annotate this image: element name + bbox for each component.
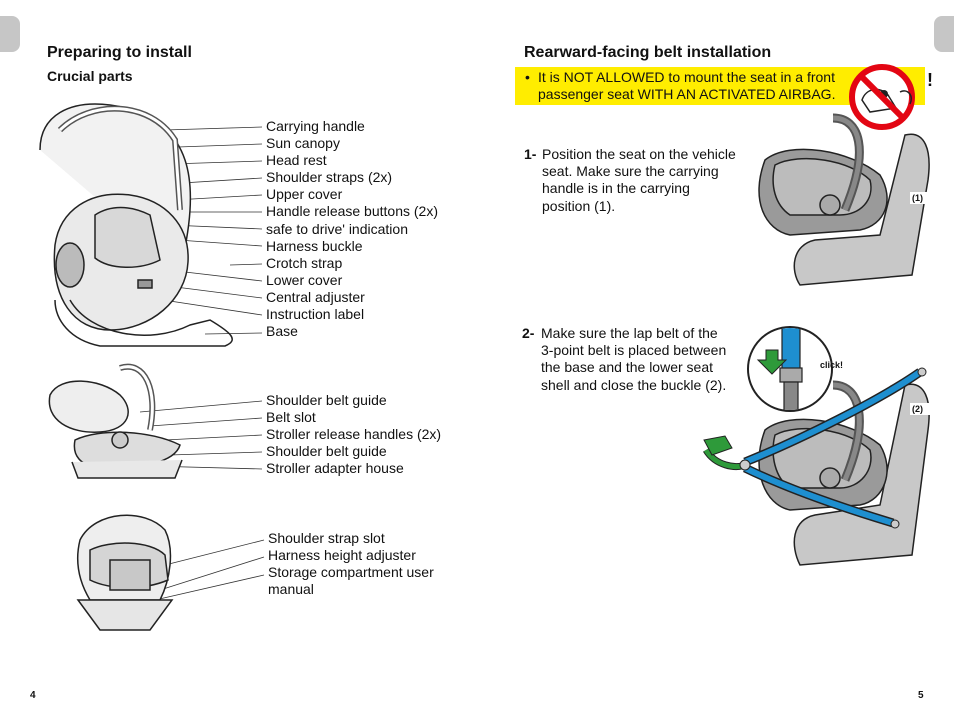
part-label: Carrying handle xyxy=(266,118,365,134)
step-line: Make sure the lap belt of the xyxy=(541,325,718,341)
buckle-point xyxy=(739,459,751,471)
part-label: Handle release buttons (2x) xyxy=(266,203,438,220)
part-label: Crotch strap xyxy=(266,254,343,271)
part-label: Shoulder belt guide xyxy=(266,443,387,460)
left-page-title: Preparing to install xyxy=(47,44,192,61)
part-label: Stroller release handles (2x) xyxy=(266,426,442,443)
page-number-right: 5 xyxy=(918,690,924,701)
part-label: Head rest xyxy=(266,152,327,169)
warning-exclamation: ! xyxy=(927,70,933,90)
click-label: click! xyxy=(820,360,844,370)
warning-line-1: It is NOT ALLOWED to mount the seat in a… xyxy=(538,69,835,85)
left-page-tab xyxy=(0,16,20,52)
vehicle-seat-figure-1 xyxy=(758,113,930,286)
seat-belt-blue xyxy=(743,367,927,529)
parts-list-group-2: Shoulder belt guide Belt slot Stroller r… xyxy=(266,392,441,477)
car-seat-rear-drawing xyxy=(76,514,174,631)
part-label: Shoulder straps (2x) xyxy=(266,169,393,186)
step-line: handle is in the carrying xyxy=(542,180,690,197)
warning-line-2: passenger seat WITH AN ACTIVATED AIRBAG. xyxy=(538,86,836,102)
parts-list-group-3: Shoulder strap slot Harness height adjus… xyxy=(268,530,434,598)
parts-list-group-1: Carrying handle Sun canopy Head rest Sho… xyxy=(266,118,438,340)
step-line: Position the seat on the vehicle xyxy=(542,146,736,162)
step-line: the base and the lower seat xyxy=(541,359,714,376)
step-line: seat. Make sure the carrying xyxy=(542,163,719,180)
page-number-left: 4 xyxy=(30,690,36,701)
step-number: 1- xyxy=(524,146,537,162)
leader-lines-group-2 xyxy=(139,400,263,470)
buckle-click-inset xyxy=(747,326,833,412)
step-line: shell and close the buckle (2). xyxy=(541,376,727,393)
no-airbag-icon xyxy=(849,64,915,130)
right-page-title: Rearward-facing belt installation xyxy=(524,44,772,61)
figure-2-label: (2) xyxy=(912,404,923,414)
figure-1-label-bg xyxy=(910,192,930,204)
car-seat-shell-drawing xyxy=(48,363,183,479)
part-label: Stroller adapter house xyxy=(266,460,404,477)
left-page-subtitle: Crucial parts xyxy=(47,68,133,84)
leader-lines-group-3 xyxy=(154,539,265,601)
right-page-tab xyxy=(934,16,954,52)
part-label: Base xyxy=(266,323,298,340)
step-line: position (1). xyxy=(542,197,616,214)
part-label: Harness height adjuster xyxy=(268,547,416,564)
part-label: Shoulder strap slot xyxy=(268,530,385,546)
part-label: Central adjuster xyxy=(266,288,365,305)
car-seat-full-drawing xyxy=(39,103,233,347)
part-label: Storage compartment user xyxy=(268,564,434,581)
part-label: Lower cover xyxy=(266,271,343,288)
part-label: Belt slot xyxy=(266,409,316,426)
step-number: 2- xyxy=(522,325,535,341)
part-label: Instruction label xyxy=(266,306,365,323)
part-label: Harness buckle xyxy=(266,237,363,254)
part-label: Shoulder belt guide xyxy=(266,392,387,408)
figure-2-label-bg xyxy=(910,403,930,415)
part-label: manual xyxy=(268,581,314,598)
part-label: safe to drive' indication xyxy=(266,220,408,237)
part-label: Upper cover xyxy=(266,186,343,203)
step-line: 3-point belt is placed between xyxy=(541,342,727,359)
figure-1-label: (1) xyxy=(912,193,923,203)
warning-bullet: • xyxy=(525,69,530,85)
part-label: Sun canopy xyxy=(266,135,340,152)
